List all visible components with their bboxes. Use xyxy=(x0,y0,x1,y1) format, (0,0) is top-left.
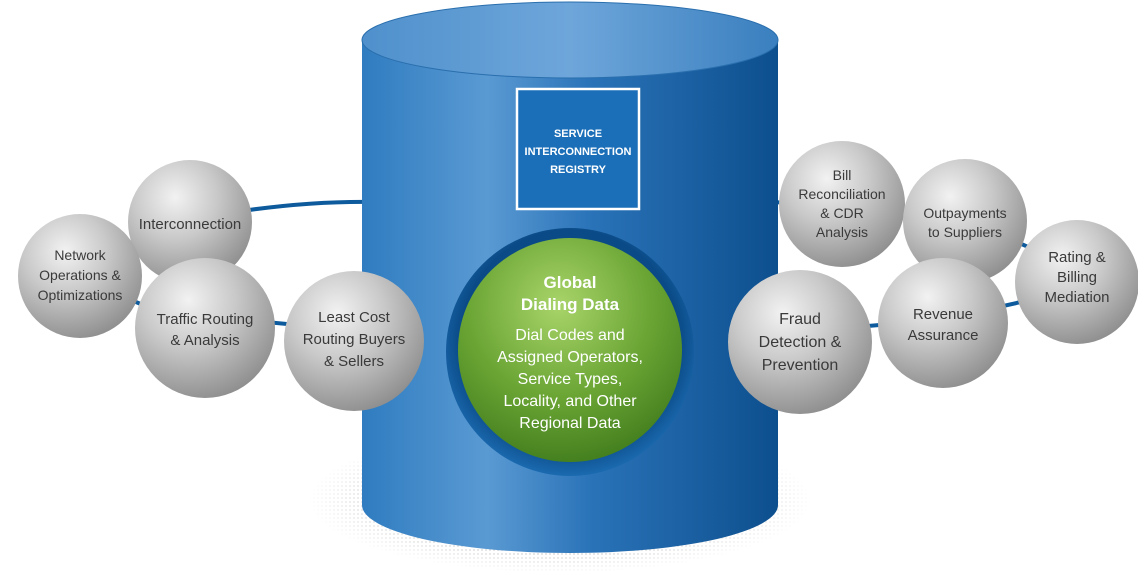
global-dialing-data-sphere: Global Dialing Data Dial Codes and Assig… xyxy=(446,228,694,476)
node-outpayments-line-2: to Suppliers xyxy=(928,224,1002,240)
node-rating-billing: Rating & Billing Mediation xyxy=(1015,220,1138,344)
node-least-cost-routing-line-3: & Sellers xyxy=(324,353,384,370)
node-network-operations-line-3: Optimizations xyxy=(38,287,123,303)
center-title-line-1: Global xyxy=(544,273,597,292)
node-fraud-detection-line-2: Detection & xyxy=(759,334,842,351)
node-fraud-detection-line-1: Fraud xyxy=(779,311,821,328)
node-least-cost-routing: Least Cost Routing Buyers & Sellers xyxy=(284,271,424,411)
node-rating-billing-line-1: Rating & xyxy=(1048,249,1106,266)
node-traffic-routing-line-1: Traffic Routing xyxy=(157,311,254,328)
node-interconnection: Interconnection xyxy=(128,160,252,284)
node-outpayments-line-1: Outpayments xyxy=(923,205,1006,221)
node-revenue-assurance-line-2: Assurance xyxy=(908,327,979,344)
node-bill-reconciliation: Bill Reconciliation & CDR Analysis xyxy=(779,141,905,267)
center-body-line-5: Regional Data xyxy=(519,415,621,432)
node-outpayments: Outpayments to Suppliers xyxy=(903,159,1027,283)
center-title-line-2: Dialing Data xyxy=(521,295,620,314)
registry-line-1: SERVICE xyxy=(554,128,602,140)
center-body-line-3: Service Types, xyxy=(518,371,623,388)
node-rating-billing-line-3: Mediation xyxy=(1044,289,1109,306)
node-bill-reconciliation-line-1: Bill xyxy=(833,167,852,183)
node-network-operations-line-1: Network xyxy=(54,247,106,263)
node-least-cost-routing-line-1: Least Cost xyxy=(318,309,391,326)
node-interconnection-line-1: Interconnection xyxy=(139,216,242,233)
center-body-line-2: Assigned Operators, xyxy=(497,349,643,366)
center-body-line-4: Locality, and Other xyxy=(503,393,637,410)
node-revenue-assurance-line-1: Revenue xyxy=(913,306,973,323)
node-rating-billing-line-2: Billing xyxy=(1057,269,1097,286)
registry-line-3: REGISTRY xyxy=(550,164,606,176)
registry-box: SERVICE INTERCONNECTION REGISTRY xyxy=(515,87,641,211)
node-bill-reconciliation-line-3: & CDR xyxy=(820,205,864,221)
node-fraud-detection-line-3: Prevention xyxy=(762,357,839,374)
node-traffic-routing: Traffic Routing & Analysis xyxy=(135,258,275,398)
node-revenue-assurance: Revenue Assurance xyxy=(878,258,1008,388)
node-least-cost-routing-line-2: Routing Buyers xyxy=(303,331,406,348)
node-bill-reconciliation-line-4: Analysis xyxy=(816,224,868,240)
node-fraud-detection: Fraud Detection & Prevention xyxy=(728,270,872,414)
center-body-line-1: Dial Codes and xyxy=(515,327,624,344)
node-traffic-routing-line-2: & Analysis xyxy=(170,332,239,349)
registry-line-2: INTERCONNECTION xyxy=(525,146,632,158)
node-bill-reconciliation-line-2: Reconciliation xyxy=(798,186,885,202)
node-network-operations-line-2: Operations & xyxy=(39,267,121,283)
node-network-operations: Network Operations & Optimizations xyxy=(18,214,142,338)
